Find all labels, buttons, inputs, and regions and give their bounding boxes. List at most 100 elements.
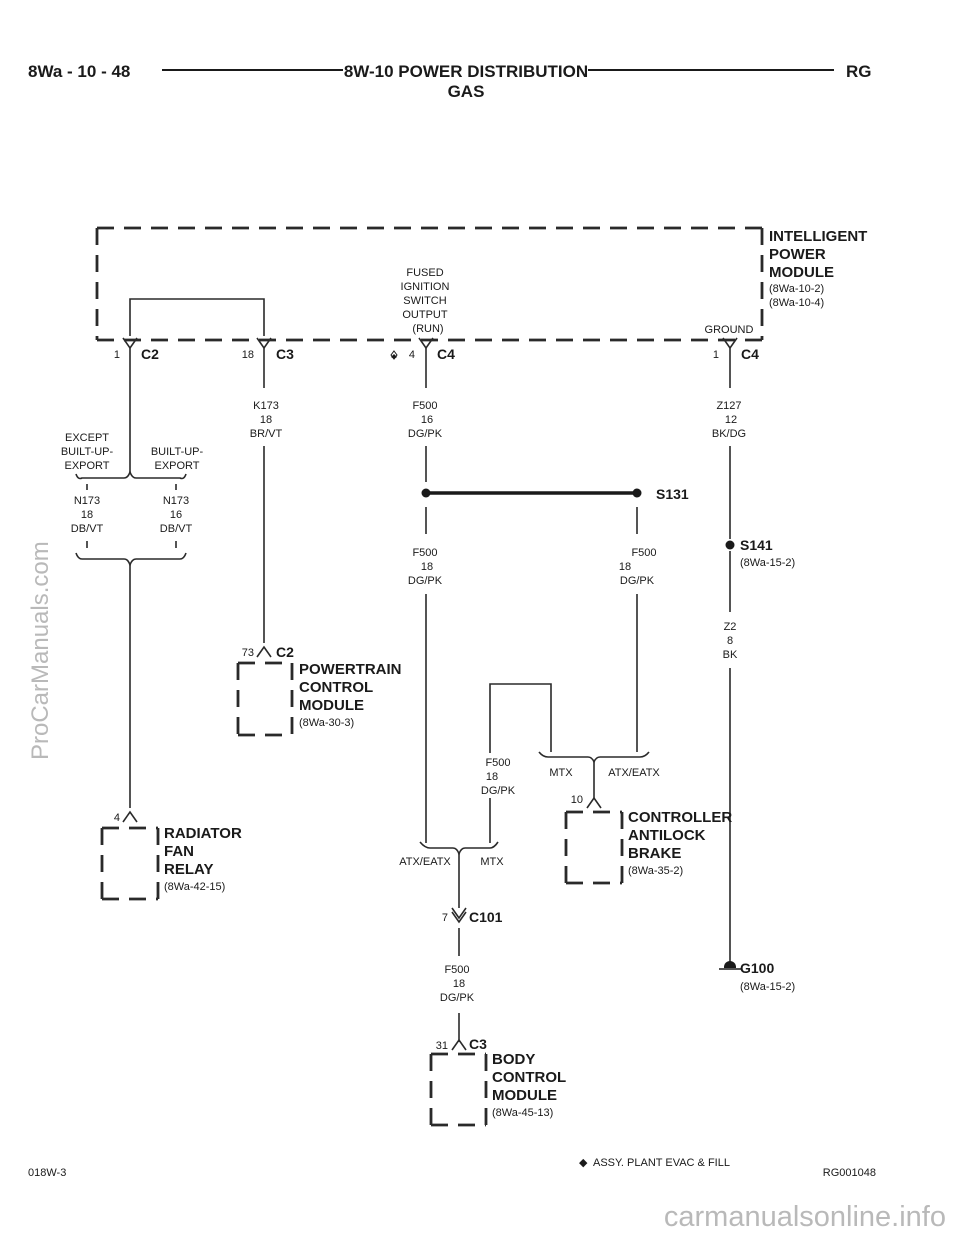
f500-right-color: DG/PK bbox=[620, 575, 655, 587]
bcm-box bbox=[429, 1052, 488, 1127]
f500-left-color: DG/PK bbox=[408, 575, 443, 587]
watermark-bottom: carmanualsonline.info bbox=[664, 1201, 946, 1233]
option-split-abs bbox=[538, 751, 650, 765]
z127-gauge: 12 bbox=[725, 414, 737, 426]
splice-s141-ref: (8Wa-15-2) bbox=[740, 557, 795, 569]
cab-name-1: CONTROLLER bbox=[628, 809, 732, 826]
ground-g100-icon bbox=[719, 961, 741, 970]
z2-gauge: 8 bbox=[727, 635, 733, 647]
connector-ipm-c4-ground-name: C4 bbox=[741, 346, 759, 362]
f500-mtx-color: DG/PK bbox=[481, 785, 516, 797]
bcm-name-2: CONTROL bbox=[492, 1069, 566, 1086]
f500-right-code: F500 bbox=[631, 547, 656, 559]
wire-label-f500-mtx: F500 18 DG/PK bbox=[481, 757, 516, 797]
n173-16-code: N173 bbox=[163, 495, 189, 507]
ipm-box bbox=[95, 226, 764, 342]
header-page-number: 8Wa - 10 - 48 bbox=[28, 62, 130, 81]
connector-ipm-c2-name: C2 bbox=[141, 346, 159, 362]
connector-c101: 7 C101 bbox=[442, 907, 503, 925]
n173-16-gauge: 16 bbox=[170, 509, 182, 521]
connector-rfr-mark bbox=[122, 810, 138, 823]
fused-label-5: (RUN) bbox=[412, 323, 443, 335]
option-atx-abs: ATX/EATX bbox=[608, 767, 660, 779]
connector-ipm-c2: 1 C2 bbox=[114, 337, 159, 362]
pcm-name-2: CONTROL bbox=[299, 679, 373, 696]
f500-16-code: F500 bbox=[412, 400, 437, 412]
splice-s141-dot bbox=[725, 540, 735, 550]
connector-pcm-c2-name: C2 bbox=[276, 644, 294, 660]
n173-18-color: DB/VT bbox=[71, 523, 104, 535]
pcm-ref: (8Wa-30-3) bbox=[299, 717, 354, 729]
bcm-name-3: MODULE bbox=[492, 1087, 557, 1104]
connector-c101-mark-2 bbox=[451, 911, 467, 924]
connector-bcm-c3-pin: 31 bbox=[436, 1040, 448, 1052]
option-mtx-c101: MTX bbox=[480, 856, 504, 868]
connector-bcm-c3-mark bbox=[451, 1038, 467, 1051]
option-split-top bbox=[75, 469, 187, 480]
n173-16-color: DB/VT bbox=[160, 523, 193, 535]
fused-label-3: SWITCH bbox=[403, 295, 446, 307]
connector-bcm-c3: 31 C3 bbox=[436, 1036, 487, 1052]
n173-18-code: N173 bbox=[74, 495, 100, 507]
connector-ipm-c4-fused-pin: 4 bbox=[409, 349, 415, 361]
connector-rfr: 4 bbox=[114, 810, 138, 824]
f500-left-code: F500 bbox=[412, 547, 437, 559]
z127-color: BK/DG bbox=[712, 428, 746, 440]
f500-16-gauge: 16 bbox=[421, 414, 433, 426]
rfr-name-2: FAN bbox=[164, 843, 194, 860]
cab-name-2: ANTILOCK bbox=[628, 827, 706, 844]
n173-18-gauge: 18 bbox=[81, 509, 93, 521]
wire-label-f500-right: F500 18 DG/PK bbox=[619, 547, 657, 587]
option-label-export: BUILT-UP- EXPORT bbox=[151, 446, 204, 472]
page-footer: 018W-3 ◆ ASSY. PLANT EVAC & FILL RG00104… bbox=[28, 1157, 876, 1179]
wire-label-n173-16: N173 16 DB/VT bbox=[160, 495, 193, 535]
splice-s131-right-dot bbox=[632, 488, 642, 498]
ipm-ref-1: (8Wa-10-2) bbox=[769, 283, 824, 295]
pcm-name-3: MODULE bbox=[299, 697, 364, 714]
pcm-name-1: POWERTRAIN bbox=[299, 661, 402, 678]
page-header: 8Wa - 10 - 48 8W-10 POWER DISTRIBUTION G… bbox=[28, 62, 872, 101]
connector-ipm-c4-ground-pin: 1 bbox=[713, 349, 719, 361]
wire-label-k173: K173 18 BR/VT bbox=[250, 400, 283, 440]
footer-note: ASSY. PLANT EVAC & FILL bbox=[593, 1157, 730, 1169]
ipm-name-3: MODULE bbox=[769, 264, 834, 281]
f500-bcm-code: F500 bbox=[444, 964, 469, 976]
f500-mtx-code: F500 bbox=[485, 757, 510, 769]
header-vehicle-code: RG bbox=[846, 62, 872, 81]
option-label-except-export: EXCEPT BUILT-UP- EXPORT bbox=[61, 432, 114, 472]
f500-bcm-gauge: 18 bbox=[453, 978, 465, 990]
except-export-3: EXPORT bbox=[64, 460, 109, 472]
splice-s131-label: S131 bbox=[656, 486, 689, 502]
rfr-name-1: RADIATOR bbox=[164, 825, 242, 842]
f500-16-color: DG/PK bbox=[408, 428, 443, 440]
splice-s141-label: S141 bbox=[740, 537, 773, 553]
bcm-ref: (8Wa-45-13) bbox=[492, 1107, 553, 1119]
f500-left-gauge: 18 bbox=[421, 561, 433, 573]
connector-bcm-c3-name: C3 bbox=[469, 1036, 487, 1052]
connector-ipm-c3-name: C3 bbox=[276, 346, 294, 362]
option-mtx-abs: MTX bbox=[549, 767, 573, 779]
footer-left-code: 018W-3 bbox=[28, 1167, 66, 1179]
bcm-border bbox=[429, 1052, 488, 1127]
ipm-name-1: INTELLIGENT bbox=[769, 228, 867, 245]
fused-label-4: OUTPUT bbox=[402, 309, 448, 321]
rfr-border bbox=[100, 826, 160, 901]
option-split-bottom bbox=[75, 552, 187, 568]
export-2: EXPORT bbox=[154, 460, 199, 472]
connector-c101-mark-1 bbox=[451, 907, 467, 920]
k173-code: K173 bbox=[253, 400, 279, 412]
connector-ipm-c4-fused: 4 C4 bbox=[390, 337, 455, 362]
rfr-name-3: RELAY bbox=[164, 861, 213, 878]
diamond-fill-icon bbox=[391, 354, 397, 359]
f500-mtx-gauge: 18 bbox=[486, 771, 498, 783]
option-atx-c101: ATX/EATX bbox=[399, 856, 451, 868]
ground-g100-icon-cap bbox=[724, 961, 736, 968]
except-export-2: BUILT-UP- bbox=[61, 446, 114, 458]
z127-code: Z127 bbox=[716, 400, 741, 412]
ground-g100-label: G100 bbox=[740, 960, 774, 976]
connector-pcm-c2-mark bbox=[256, 645, 272, 658]
pcm-border bbox=[236, 661, 294, 737]
ipm-name-2: POWER bbox=[769, 246, 826, 263]
connector-c101-pin: 7 bbox=[442, 912, 448, 924]
wire-mtx-jumper bbox=[489, 683, 552, 753]
